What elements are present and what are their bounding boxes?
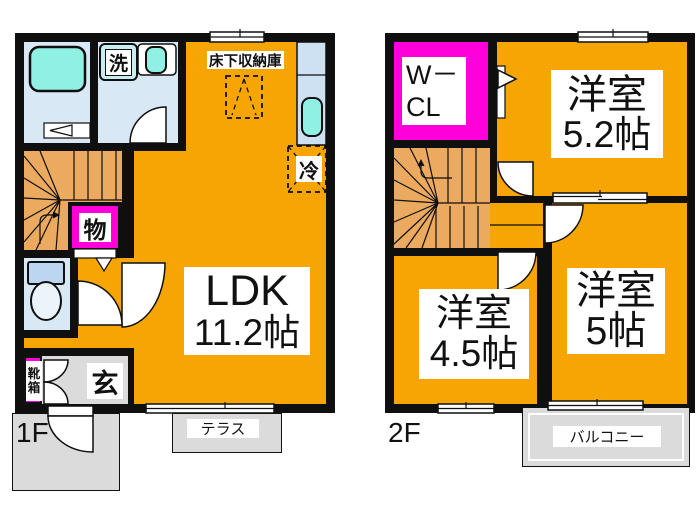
underfloor-storage-icon bbox=[225, 75, 263, 119]
bathtub-icon bbox=[28, 45, 87, 93]
ldk-door-icon bbox=[121, 262, 166, 328]
ldk-label: LDK 11.2帖 bbox=[184, 267, 310, 355]
balcony bbox=[522, 407, 690, 467]
wcl-door-icon bbox=[496, 65, 518, 119]
room45-size: 4.5帖 bbox=[429, 332, 519, 374]
ldk-name: LDK bbox=[205, 267, 289, 315]
front-door-icon bbox=[47, 405, 94, 453]
toilet-door-icon bbox=[77, 280, 123, 326]
ldk-size: 11.2帖 bbox=[193, 312, 301, 354]
balcony-label: バルコニー bbox=[553, 426, 661, 447]
floor1-label: 1F bbox=[16, 417, 49, 448]
stairs-1f-treads bbox=[23, 150, 122, 251]
room45-label: 洋室 4.5帖 bbox=[419, 289, 529, 379]
toilet-icon bbox=[27, 261, 65, 321]
shoe-box-label: 靴箱 bbox=[26, 361, 42, 401]
vanity-sink-icon bbox=[137, 43, 177, 76]
window-2f-top-icon bbox=[577, 29, 649, 43]
closet-door-icon bbox=[73, 248, 117, 273]
closet-label: 物 bbox=[79, 213, 111, 243]
terrace-label: テラス bbox=[187, 419, 259, 438]
window-1f-terrace-icon bbox=[145, 402, 275, 414]
stairs-2f-treads bbox=[393, 147, 543, 249]
washer-label: 洗 bbox=[105, 49, 132, 76]
door-room5-icon bbox=[544, 204, 584, 244]
room5-size: 5帖 bbox=[585, 309, 647, 353]
entrance-double-door-icon bbox=[43, 359, 69, 405]
room52-label: 洋室 5.2帖 bbox=[551, 70, 663, 158]
washroom-door-icon bbox=[129, 106, 167, 144]
balcony-inner-rail bbox=[528, 413, 684, 461]
floor2-label: 2F bbox=[388, 417, 421, 448]
kitchen-counter-icon bbox=[296, 41, 327, 146]
stairs-2f bbox=[394, 148, 490, 248]
room52-size: 5.2帖 bbox=[562, 113, 652, 155]
entrance-label: 玄 bbox=[87, 363, 123, 399]
bath-sliding-door-icon bbox=[43, 122, 91, 139]
window-2f-room45-icon bbox=[437, 402, 495, 414]
window-2f-mid-icon bbox=[552, 190, 648, 204]
door-room45-icon bbox=[497, 251, 537, 291]
stairs-1f-lower bbox=[24, 202, 68, 250]
room45-name: 洋室 bbox=[435, 292, 512, 335]
underfloor-storage-label: 床下収納庫 bbox=[207, 51, 284, 70]
room5-label: 洋室 5帖 bbox=[567, 268, 665, 354]
room5-name: 洋室 bbox=[576, 268, 656, 313]
room52-name: 洋室 bbox=[567, 72, 647, 117]
window-1f-top-icon bbox=[209, 29, 265, 43]
window-2f-room5-icon bbox=[547, 399, 644, 411]
hallway-1f-band bbox=[24, 338, 78, 348]
wcl-label: W－ CL bbox=[402, 57, 466, 125]
door-room52-icon bbox=[497, 161, 534, 197]
fridge-label: 冷 bbox=[296, 156, 322, 183]
wcl-line2: CL bbox=[406, 92, 441, 122]
wcl-line1: W－ bbox=[406, 59, 459, 90]
